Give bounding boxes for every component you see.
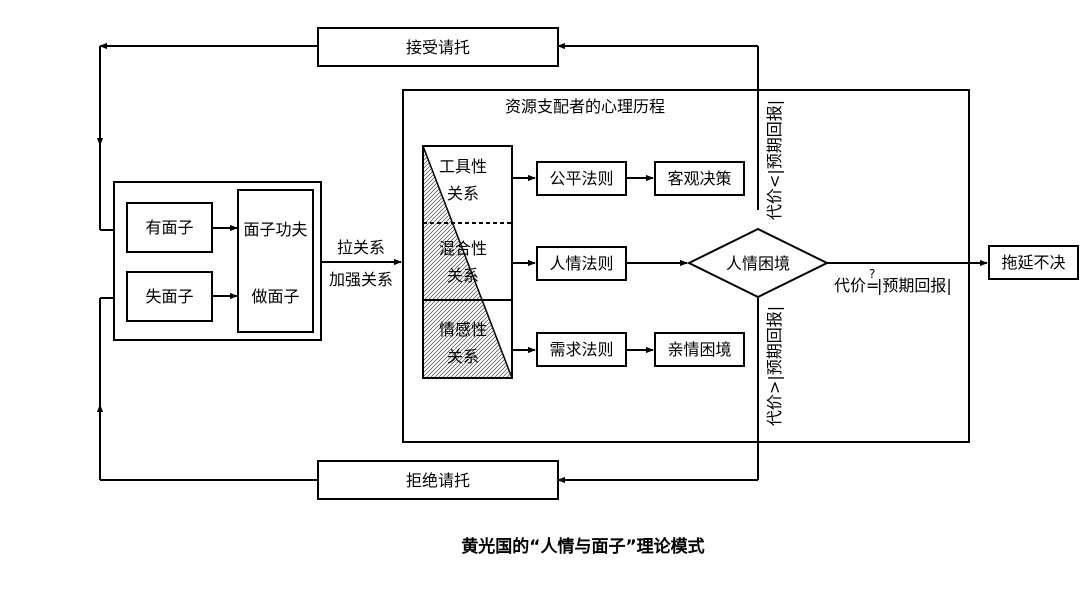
relationship-column: 工具性 关系 混合性 关系 情感性 关系: [422, 145, 513, 379]
figure-caption: 黄光国的“人情与面子”理论模式: [461, 536, 704, 557]
family-dilemma-box: 亲情困境: [654, 332, 745, 367]
renqing-rule-box: 人情法则: [536, 246, 627, 281]
equity-rule-box: 公平法则: [536, 161, 627, 196]
cost-equal-suffix: |预期回报|: [877, 276, 952, 295]
family-dilemma-label: 亲情困境: [667, 340, 731, 359]
process-frame: [402, 89, 970, 443]
equity-rule-label: 公平法则: [549, 169, 613, 188]
cost-less-label: 代价<|预期回报|: [765, 100, 784, 220]
accept-loop: [96, 42, 759, 231]
cost-equal-label: 代价 = ? |预期回报|: [834, 267, 952, 295]
mixed-line2: 关系: [447, 266, 479, 285]
lose-face-box: [126, 271, 213, 322]
objective-decision-box: 客观决策: [654, 161, 745, 196]
need-rule-label: 需求法则: [549, 340, 613, 359]
reject-loop: [96, 297, 759, 484]
delay-decision-box: 拖延不决: [988, 245, 1079, 280]
face-work-box: [237, 189, 314, 333]
renqing-rule-label: 人情法则: [549, 254, 613, 273]
expressive-line1: 情感性: [439, 320, 487, 339]
diagonal-line: [422, 145, 513, 379]
renqing-dilemma-diamond: 人情困境: [686, 227, 830, 299]
cost-equal-prefix: 代价: [834, 276, 866, 295]
delay-decision-label: 拖延不决: [1001, 253, 1065, 272]
face-group: 有面子 失面子 面子功夫 做面子: [113, 181, 322, 341]
accept-request-box: 接受请托: [317, 27, 559, 67]
reject-request-box: 拒绝请托: [317, 460, 559, 500]
process-title: 资源支配者的心理历程: [505, 97, 665, 116]
accept-request-label: 接受请托: [406, 38, 470, 57]
face-work-label: 面子功夫: [243, 220, 307, 239]
instrumental-line1: 工具性: [439, 157, 487, 176]
instrumental-line2: 关系: [447, 184, 479, 203]
pull-relation-label: 拉关系: [337, 238, 385, 257]
need-rule-box: 需求法则: [536, 332, 627, 367]
lose-face-label: 失面子: [145, 287, 193, 306]
make-face-label: 做面子: [251, 287, 299, 306]
strengthen-relation-label: 加强关系: [329, 270, 393, 289]
has-face-label: 有面子: [145, 218, 193, 237]
reject-request-label: 拒绝请托: [406, 471, 470, 490]
cost-equal-sign: =: [866, 276, 879, 295]
cost-equal-question: ?: [869, 267, 875, 281]
renqing-dilemma-label: 人情困境: [726, 254, 790, 273]
mixed-line1: 混合性: [439, 239, 487, 258]
has-face-box: [126, 202, 213, 253]
expressive-line2: 关系: [447, 347, 479, 366]
objective-decision-label: 客观决策: [667, 169, 731, 188]
cost-greater-label: 代价>|预期回报|: [765, 306, 784, 426]
